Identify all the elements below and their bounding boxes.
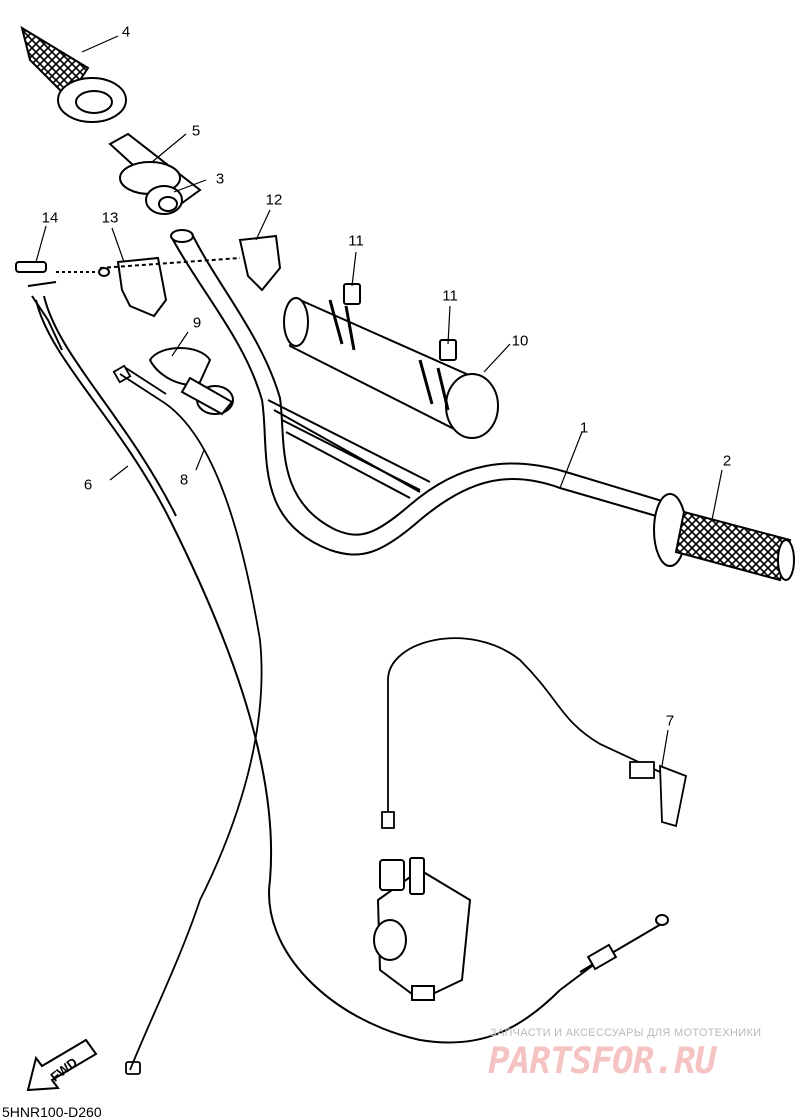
diagram-code: 5HNR100-D260 xyxy=(2,1104,102,1120)
watermark-tagline: ЗАПЧАСТИ И АКСЕССУАРЫ ДЛЯ МОТОТЕХНИКИ xyxy=(490,1027,762,1039)
callout-13: 13 xyxy=(101,209,119,227)
clutch-cable xyxy=(27,281,561,1044)
number-plate-tube xyxy=(283,283,499,439)
throttle-tube xyxy=(108,132,202,215)
callout-10: 10 xyxy=(511,332,529,350)
callout-3: 3 xyxy=(215,170,225,188)
callout-7: 7 xyxy=(665,712,675,730)
callout-12: 12 xyxy=(265,191,283,209)
callout-4: 4 xyxy=(121,23,131,41)
handlebar xyxy=(170,229,673,556)
watermark-brand: PARTSFOR.RU xyxy=(488,1041,716,1082)
carburetor xyxy=(373,857,669,1002)
leader-lines xyxy=(35,35,723,767)
callout-14: 14 xyxy=(41,209,59,227)
callout-11a: 11 xyxy=(348,232,364,250)
throttle-cable xyxy=(112,364,263,1075)
callout-6: 6 xyxy=(83,476,93,494)
left-grip xyxy=(20,25,127,123)
callout-9: 9 xyxy=(192,314,202,332)
hot-start-cable xyxy=(381,637,688,829)
callout-1: 1 xyxy=(579,419,589,437)
throttle-housing xyxy=(15,234,282,318)
callout-11b: 11 xyxy=(442,287,458,305)
fwd-arrow-icon xyxy=(26,1038,98,1092)
engine-stop-switch xyxy=(148,347,234,416)
callout-8: 8 xyxy=(179,471,189,489)
callout-2: 2 xyxy=(722,452,732,470)
right-grip xyxy=(653,493,795,582)
callout-5: 5 xyxy=(191,122,201,140)
